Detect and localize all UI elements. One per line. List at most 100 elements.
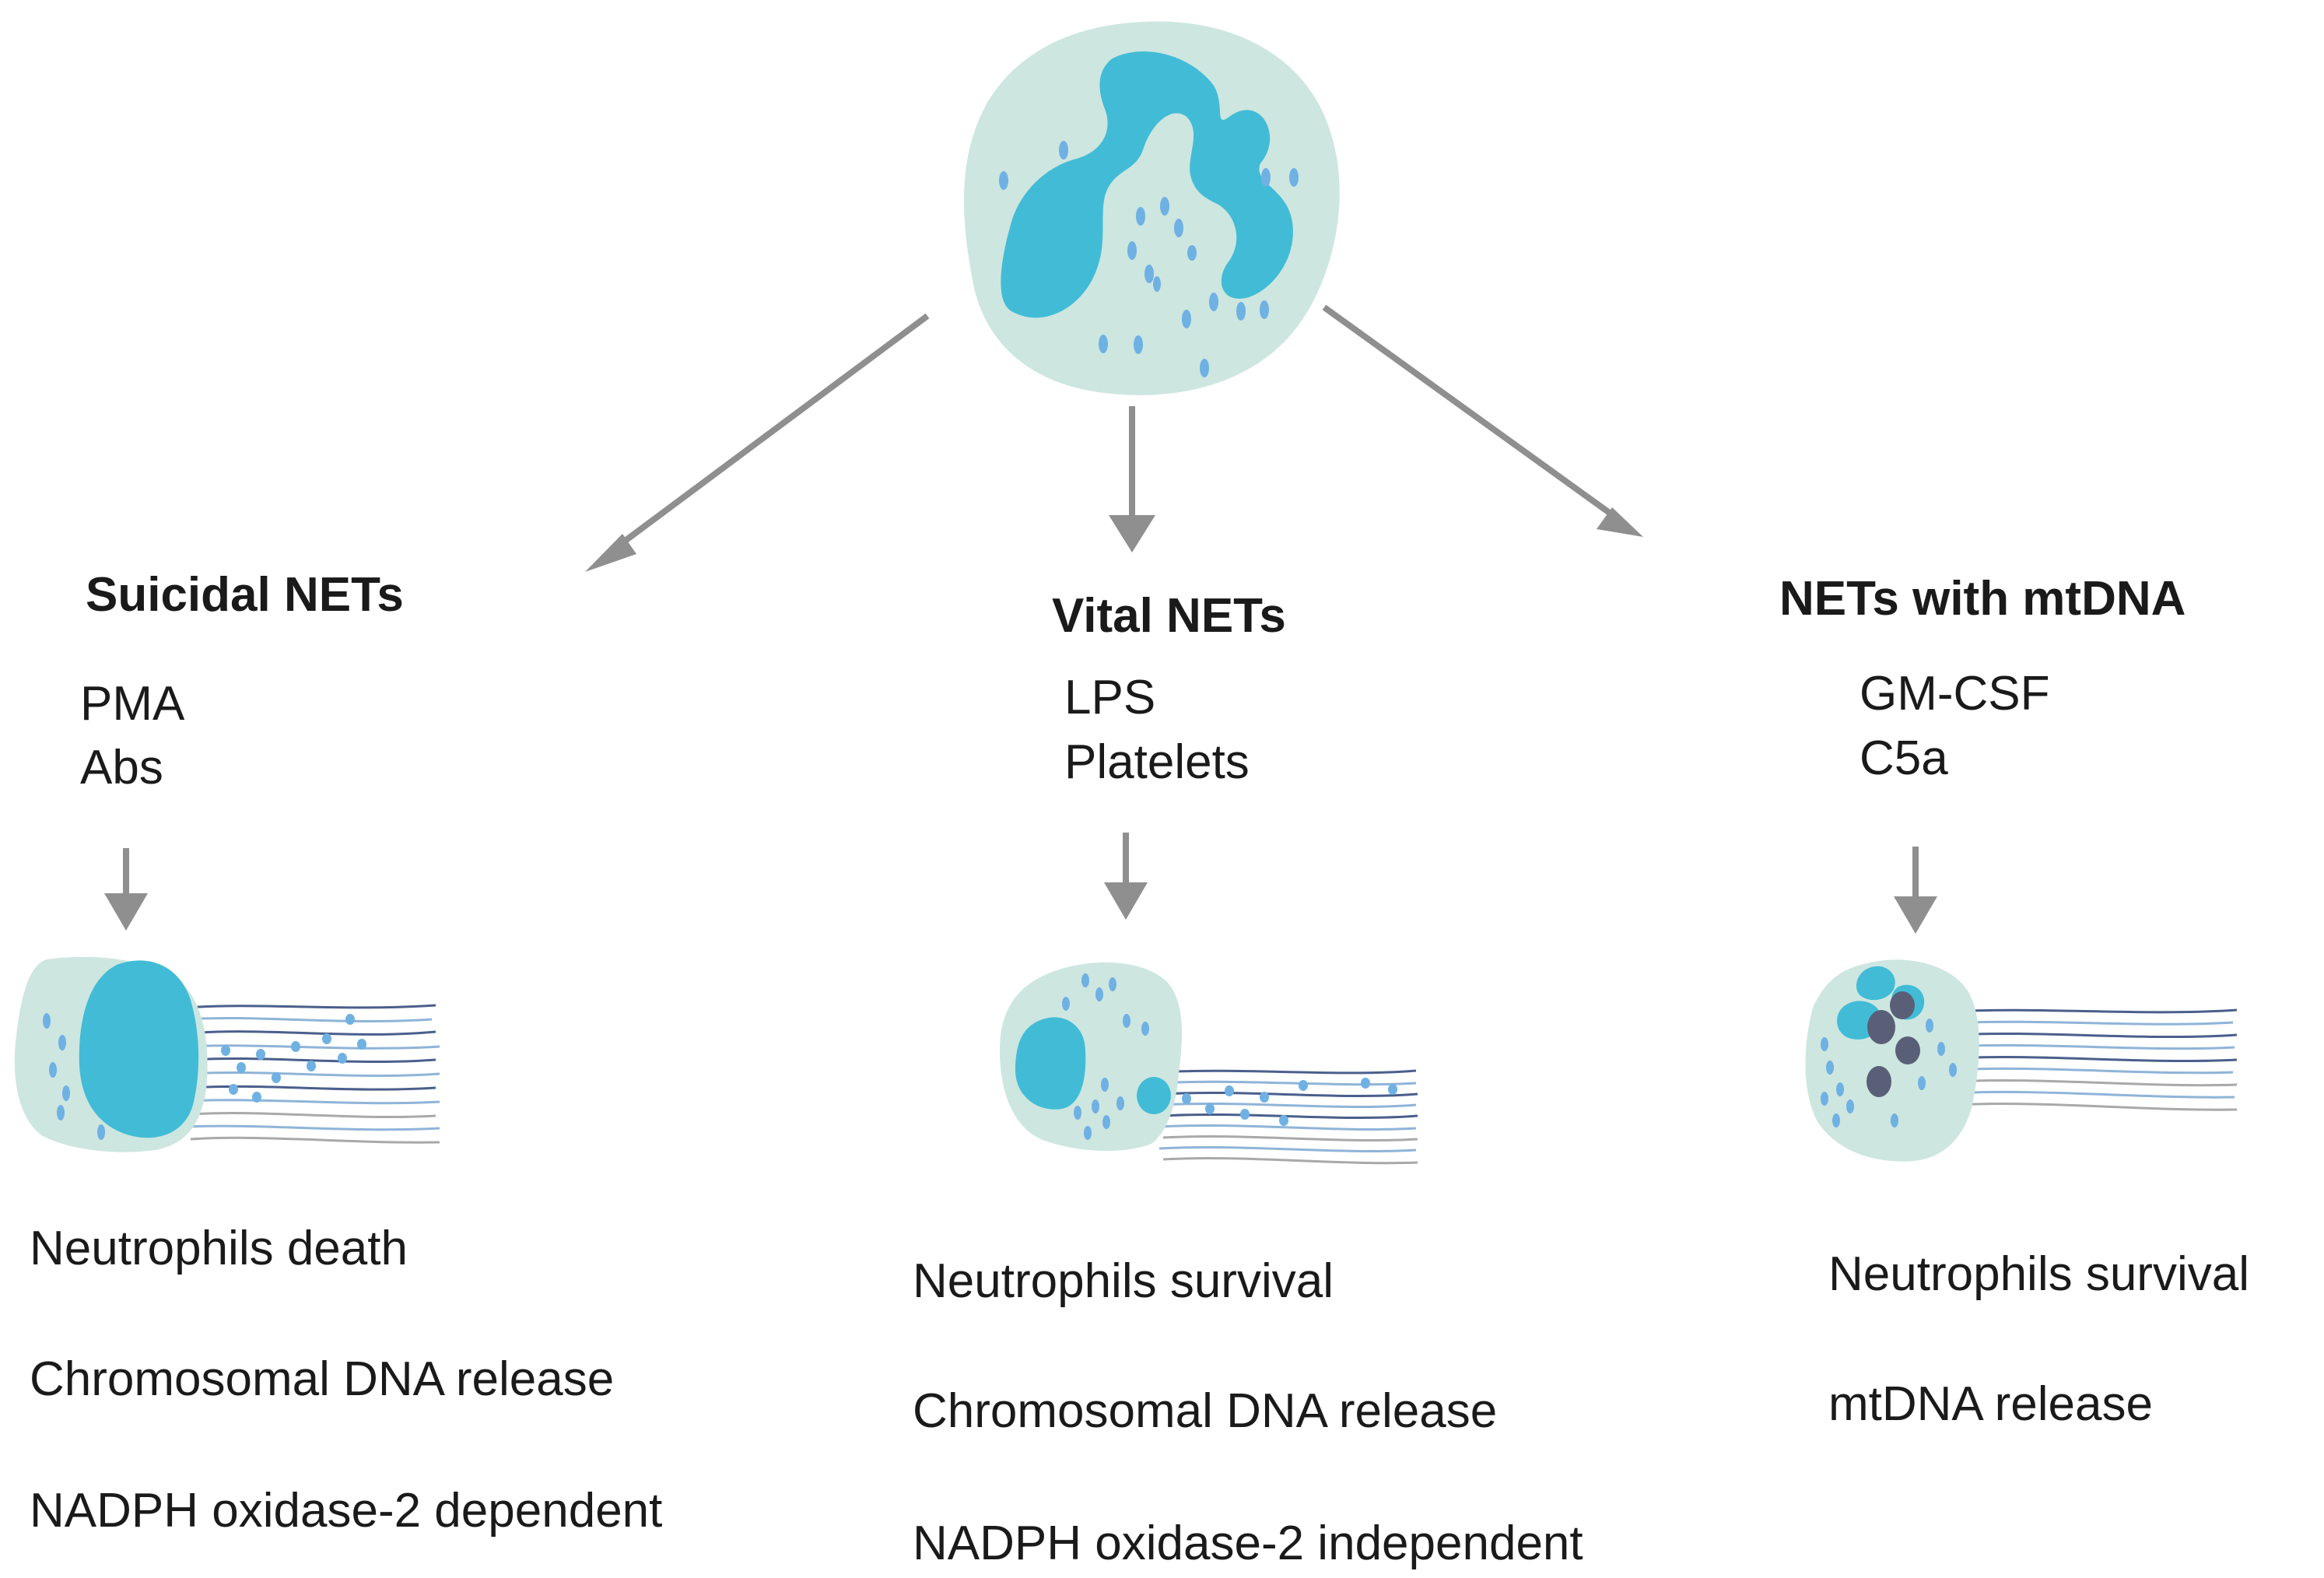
granule <box>1084 1126 1092 1140</box>
granule <box>1832 1113 1840 1127</box>
outcome-label: Neutrophils survival <box>1828 1247 2249 1301</box>
granule <box>1821 1037 1828 1051</box>
granule <box>43 1013 51 1029</box>
granule <box>1949 1063 1957 1077</box>
granule <box>1123 1014 1130 1028</box>
swollen-nucleus <box>79 960 199 1138</box>
granule <box>1095 987 1103 1001</box>
branch-suicidal: Suicidal NETs PMA Abs <box>14 568 662 1538</box>
branch-title: Vital NETs <box>1052 589 1286 643</box>
granule <box>1200 359 1209 377</box>
mitochondrion <box>1890 991 1915 1019</box>
granule <box>1092 1099 1099 1113</box>
granule <box>1826 1061 1834 1075</box>
granule <box>1160 197 1169 216</box>
stimulus-label: PMA <box>80 677 185 731</box>
granule <box>1236 302 1246 321</box>
suicidal-net-cell <box>14 956 440 1152</box>
branch-title: NETs with mtDNA <box>1779 572 2186 626</box>
nucleus <box>1015 1017 1086 1110</box>
stimulus-label: LPS <box>1064 671 1155 724</box>
granule <box>1261 168 1271 187</box>
granule <box>1209 293 1218 311</box>
outcome-label: Neutrophils death <box>30 1222 408 1275</box>
stimulus-label: C5a <box>1860 731 1948 785</box>
outcome-label: mtDNA release <box>1828 1377 2153 1431</box>
granule <box>1260 1092 1269 1103</box>
granule <box>1182 310 1191 328</box>
arrow-to-mtdna <box>1322 304 1643 537</box>
arrow-to-suicidal <box>585 313 930 572</box>
dna-fibers <box>186 1004 440 1144</box>
granule <box>49 1062 57 1078</box>
granule <box>1059 141 1068 160</box>
granules <box>1062 973 1397 1140</box>
resting-granules <box>999 141 1299 377</box>
dna-fibers <box>1158 1069 1418 1165</box>
granule <box>307 1061 316 1071</box>
granule <box>322 1033 331 1044</box>
granule <box>1136 207 1145 226</box>
granule <box>357 1039 366 1050</box>
stimulus-label: Platelets <box>1064 735 1250 789</box>
resting-nucleus <box>1001 51 1293 318</box>
mitochondria <box>1867 991 1920 1097</box>
granule <box>1102 1115 1110 1129</box>
granule <box>1821 1092 1828 1106</box>
granule <box>1101 1078 1109 1092</box>
branch-mtdna: NETs with mtDNA GM-CSF C5a <box>1779 572 2249 1431</box>
granule <box>345 1014 355 1025</box>
granule <box>1062 997 1070 1011</box>
outcome-label: Chromosomal DNA release <box>913 1384 1497 1438</box>
granule <box>1260 300 1269 319</box>
granule <box>1836 1082 1844 1096</box>
granule <box>1361 1078 1370 1089</box>
granule <box>97 1124 105 1140</box>
arrow-down <box>1894 847 1937 934</box>
granule <box>1116 1096 1124 1110</box>
granule <box>1891 1113 1898 1127</box>
granule <box>1127 241 1137 260</box>
granule <box>1109 977 1116 991</box>
granule <box>999 171 1008 190</box>
granule <box>229 1084 238 1095</box>
granule <box>237 1062 246 1073</box>
branch-title: Suicidal NETs <box>86 568 404 622</box>
granules <box>1821 1019 1957 1127</box>
granule <box>1937 1042 1945 1056</box>
arrow-down <box>1104 833 1148 920</box>
granule <box>1144 265 1154 283</box>
mitochondrion <box>1895 1036 1920 1064</box>
granule <box>1926 1019 1933 1033</box>
granule <box>256 1049 265 1060</box>
granule <box>62 1085 70 1101</box>
granule <box>291 1041 300 1052</box>
granule <box>1240 1109 1250 1120</box>
granule <box>1388 1084 1397 1095</box>
resting-neutrophil <box>963 21 1340 395</box>
granule <box>58 1035 66 1050</box>
granule <box>1289 168 1299 187</box>
outcome-label: NADPH oxidase-2 dependent <box>30 1484 662 1538</box>
granules <box>43 1013 366 1140</box>
nucleus-lobe <box>1856 966 1895 1001</box>
granule <box>1846 1099 1854 1113</box>
mtdna-net-cell <box>1805 959 2238 1162</box>
granule <box>1918 1076 1926 1090</box>
outcome-label: Neutrophils survival <box>913 1254 1334 1308</box>
granule <box>57 1105 65 1120</box>
mitochondrion <box>1867 1010 1895 1044</box>
arrow-down <box>104 848 148 931</box>
granule <box>1074 1106 1081 1120</box>
vital-net-cell <box>1000 962 1418 1165</box>
outcome-label: Chromosomal DNA release <box>30 1352 614 1406</box>
branch-vital: Vital NETs LPS Platelets <box>913 589 1583 1570</box>
granule <box>1182 1093 1191 1104</box>
granule <box>252 1092 261 1103</box>
granule <box>1099 335 1108 353</box>
granule <box>221 1045 230 1056</box>
granule <box>1174 219 1183 237</box>
granule <box>1153 276 1161 292</box>
granule <box>272 1072 281 1083</box>
